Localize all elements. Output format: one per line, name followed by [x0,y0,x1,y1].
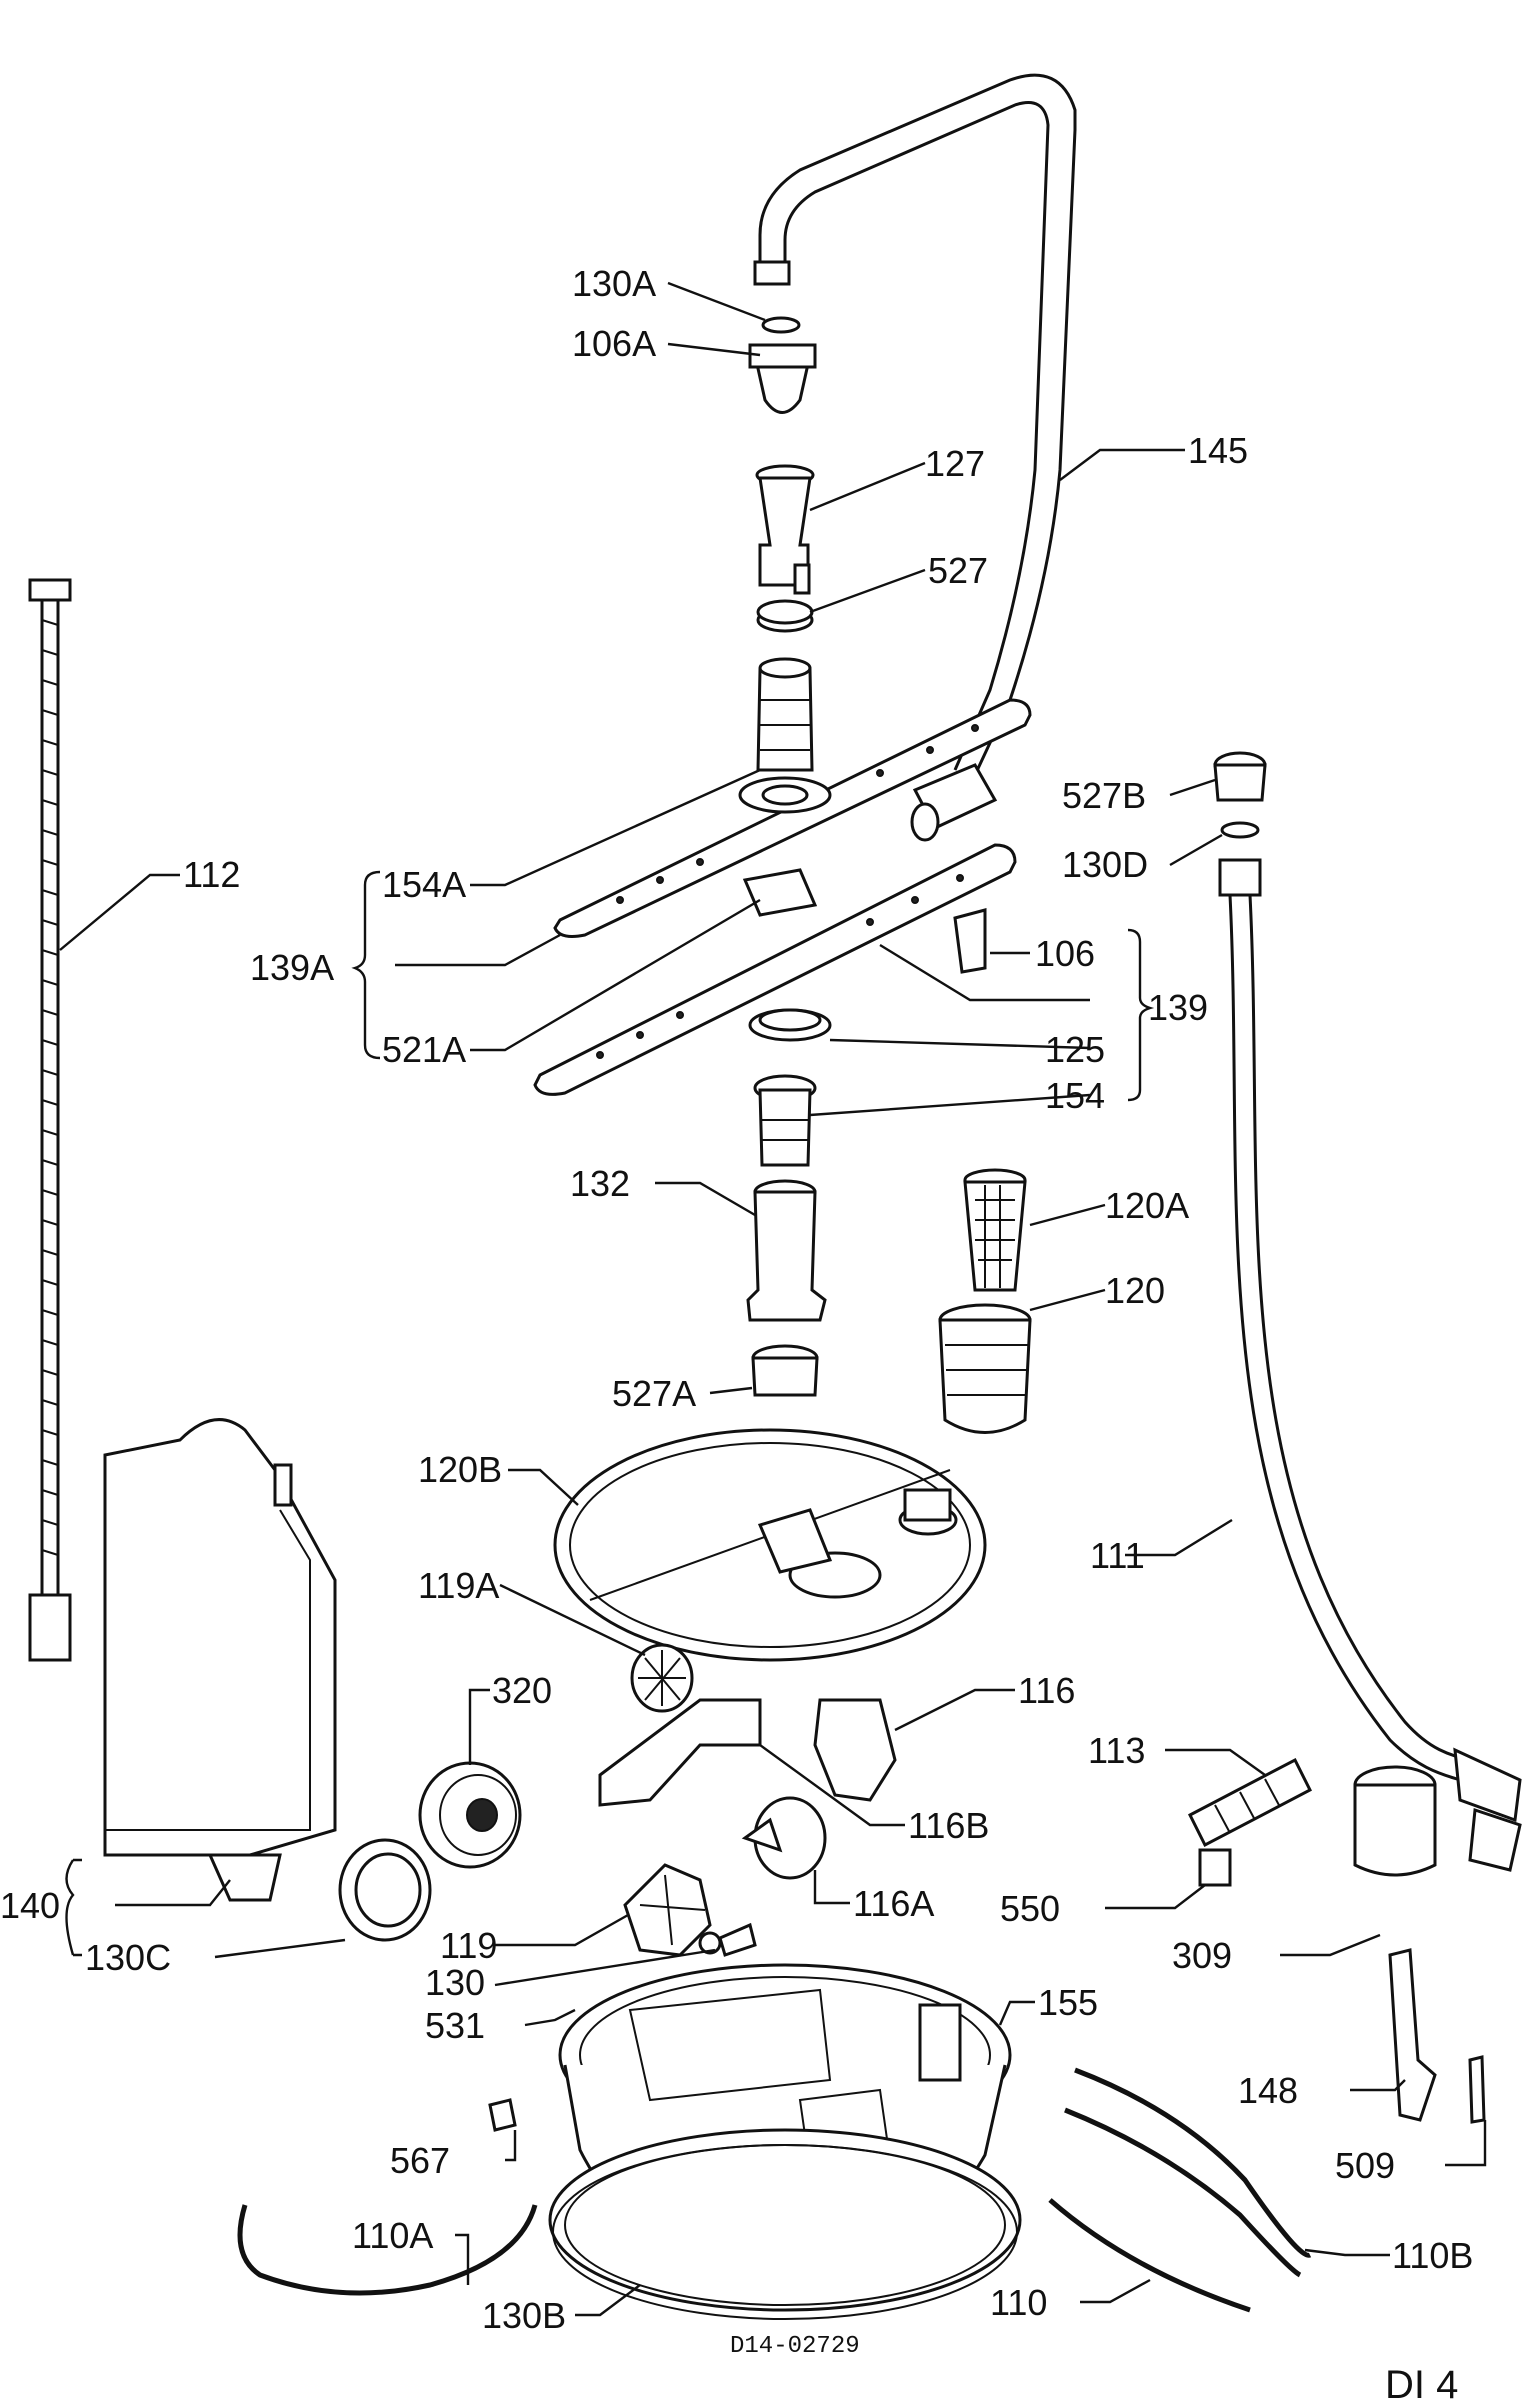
label-119a: 119A [418,1565,499,1606]
label-130c: 130C [85,1937,171,1978]
o-ring-130a [761,316,801,334]
disc-119a [630,1643,694,1713]
cap-309 [1353,1765,1437,1877]
tube-132 [746,1179,827,1322]
label-148: 148 [1238,2070,1298,2111]
label-139a: 139A [250,947,334,988]
label-130: 130 [425,1962,485,2003]
ring-527 [756,599,814,633]
label-116a: 116A [853,1883,934,1924]
label-116b: 116B [908,1805,989,1846]
leader-lines [59,281,1487,2317]
hub-154 [753,1074,817,1167]
gasket-110a [237,2204,538,2296]
label-309: 309 [1172,1935,1232,1976]
part-550 [1198,1848,1232,1887]
part-labels: 130A 106A 127 145 527 112 154A 139A 521A… [0,263,1473,2336]
spray-pipe-145 [753,73,1077,842]
label-111: 111 [1090,1535,1145,1576]
spray-arm-521a [533,843,1017,1096]
label-154a: 154A [382,864,466,905]
label-140: 140 [0,1885,60,1926]
ring-125 [748,1008,832,1042]
part-116a [741,1796,827,1880]
label-116: 116 [1018,1670,1075,1711]
label-106a: 106A [572,323,656,364]
label-521a: 521A [382,1029,466,1070]
label-127: 127 [925,443,985,484]
filter-120a [963,1168,1027,1292]
label-155: 155 [1038,1982,1098,2023]
label-132: 132 [570,1163,630,1204]
label-125: 125 [1045,1029,1105,1070]
ring-527a [751,1344,819,1397]
label-320: 320 [492,1670,552,1711]
seal-130b [548,2128,1022,2320]
pin-509 [1468,2055,1486,2124]
label-106: 106 [1035,933,1095,974]
label-120a: 120A [1105,1185,1189,1226]
valve-113 [1188,1757,1312,1848]
part-116b [598,1698,762,1807]
label-550: 550 [1000,1888,1060,1929]
label-527: 527 [928,550,988,591]
clip-567 [488,2098,517,2132]
clip-106 [953,908,987,974]
label-130a: 130A [572,263,656,304]
impeller-119 [623,1863,712,1957]
page-identifier: DI 4 [1385,2363,1458,2400]
ring-130c [338,1838,432,1942]
label-113: 113 [1088,1730,1145,1771]
document-number: D14-02729 [730,2333,860,2360]
hose-111 [1213,751,1522,1872]
hose-112 [28,578,72,1662]
label-110b: 110B [1392,2235,1473,2276]
label-145: 145 [1188,430,1248,471]
housing-320 [418,1761,522,1869]
filter-plate-120b [553,1428,987,1662]
label-509: 509 [1335,2145,1395,2186]
label-527b: 527B [1062,775,1146,816]
spray-arm-154a [553,657,1032,938]
label-110: 110 [990,2282,1047,2323]
label-567: 567 [390,2140,450,2181]
label-119: 119 [440,1925,497,1966]
label-531: 531 [425,2005,485,2046]
nut-106a [748,343,817,414]
label-110a: 110A [352,2215,433,2256]
label-130d: 130D [1062,844,1148,885]
label-139: 139 [1148,987,1208,1028]
label-527a: 527A [612,1373,696,1414]
label-120b: 120B [418,1449,502,1490]
label-154: 154 [1045,1075,1105,1116]
clip-148 [1388,1948,1437,2122]
label-120: 120 [1105,1270,1165,1311]
gasket-110b [1064,2067,1312,2278]
bolt-130 [698,1922,757,1957]
tank-140 [103,1418,337,1902]
connector-127 [755,464,815,595]
label-130b: 130B [482,2295,566,2336]
filter-120 [938,1303,1032,1434]
part-116 [813,1698,897,1802]
gasket-110 [1048,2198,1251,2313]
label-112: 112 [183,854,240,895]
